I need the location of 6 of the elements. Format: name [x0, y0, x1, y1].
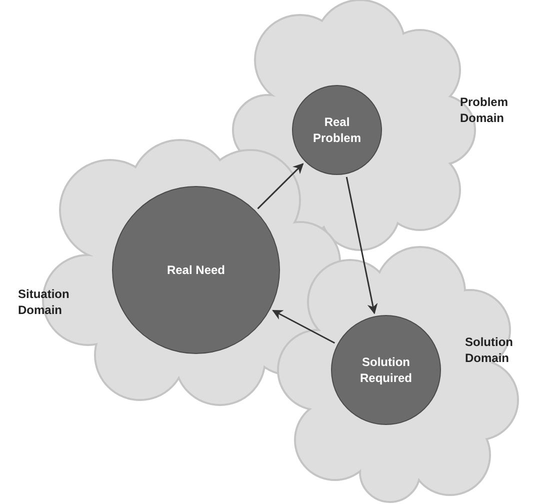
- arrow: [272, 310, 336, 344]
- domain-label: Solution Domain: [465, 335, 514, 366]
- domain-label: Problem Domain: [460, 95, 510, 126]
- domain-label: Situation Domain: [18, 287, 70, 318]
- arrow: [257, 163, 304, 210]
- arrow: [346, 176, 378, 314]
